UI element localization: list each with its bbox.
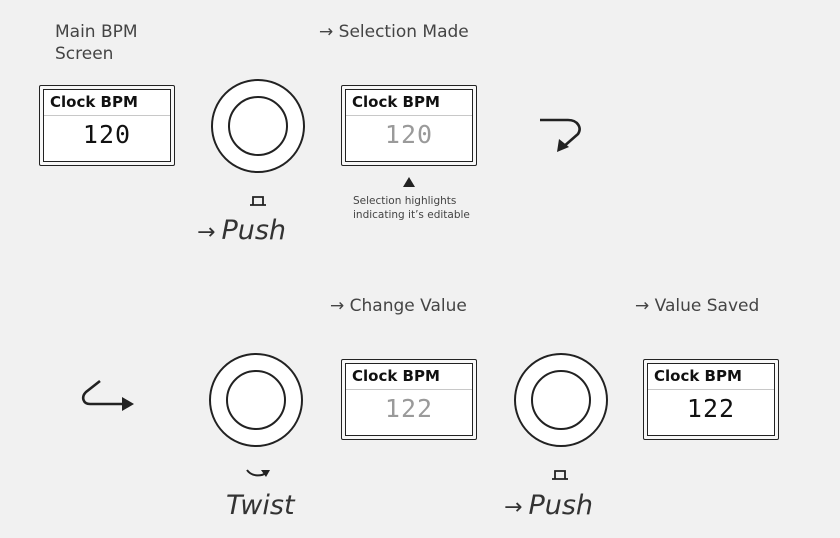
main-bpm-caption: Main BPM Screen (55, 21, 138, 65)
twist-action-label: Twist (226, 490, 295, 521)
push-action-label: →Push (197, 215, 286, 246)
screen-title: Clock BPM (50, 93, 138, 111)
pointer-triangle-icon (403, 177, 415, 187)
screen-display: Clock BPM 120 (43, 89, 171, 162)
return-arrow-icon (540, 118, 581, 152)
arrow-glyph: → (504, 495, 523, 520)
screen-divider (346, 389, 472, 390)
screen-bpm-value: 120 (82, 120, 132, 149)
screen-title: Clock BPM (654, 367, 742, 385)
screen-divider (648, 389, 774, 390)
change-value-label: Change Value (349, 296, 467, 316)
value-saved-caption: → Value Saved (635, 295, 759, 317)
encoder-knob[interactable] (511, 350, 611, 450)
change-value-caption: → Change Value (330, 295, 467, 317)
encoder-knob[interactable] (206, 350, 306, 450)
selection-made-label: Selection Made (338, 22, 469, 42)
screen-display: Clock BPM 122 (345, 363, 473, 436)
selection-note-line1: Selection highlights (353, 195, 457, 207)
arrow-glyph: → (330, 296, 345, 316)
arrow-glyph: → (319, 22, 334, 42)
selection-note: Selection highlights indicating it’s edi… (353, 194, 470, 222)
continue-arrow-icon (81, 379, 134, 411)
screen-change-value: Clock BPM 122 (341, 359, 477, 440)
main-bpm-caption-line1: Main BPM (55, 22, 138, 42)
selection-made-caption: → Selection Made (319, 21, 469, 43)
screen-main-bpm: Clock BPM 120 (39, 85, 175, 166)
push-indicator-icon (552, 470, 568, 480)
screen-display: Clock BPM 122 (647, 363, 775, 436)
encoder-knob[interactable] (208, 76, 308, 176)
screen-display: Clock BPM 120 (345, 89, 473, 162)
push-indicator-icon (250, 196, 266, 206)
arrow-glyph: → (635, 296, 650, 316)
screen-divider (44, 115, 170, 116)
push-action-label: →Push (504, 490, 593, 521)
screen-bpm-value: 120 (384, 120, 434, 149)
twist-indicator-icon (246, 469, 270, 477)
screen-title: Clock BPM (352, 93, 440, 111)
screen-bpm-value: 122 (686, 394, 736, 423)
screen-value-saved: Clock BPM 122 (643, 359, 779, 440)
push-text: Push (221, 215, 287, 246)
screen-title: Clock BPM (352, 367, 440, 385)
arrow-glyph: → (197, 220, 216, 245)
selection-note-line2: indicating it’s editable (353, 209, 470, 221)
screen-divider (346, 115, 472, 116)
screen-bpm-value: 122 (384, 394, 434, 423)
push-text: Push (528, 490, 594, 521)
main-bpm-caption-line2: Screen (55, 44, 114, 64)
value-saved-label: Value Saved (654, 296, 760, 316)
screen-selection-made: Clock BPM 120 (341, 85, 477, 166)
twist-text: Twist (226, 490, 295, 521)
